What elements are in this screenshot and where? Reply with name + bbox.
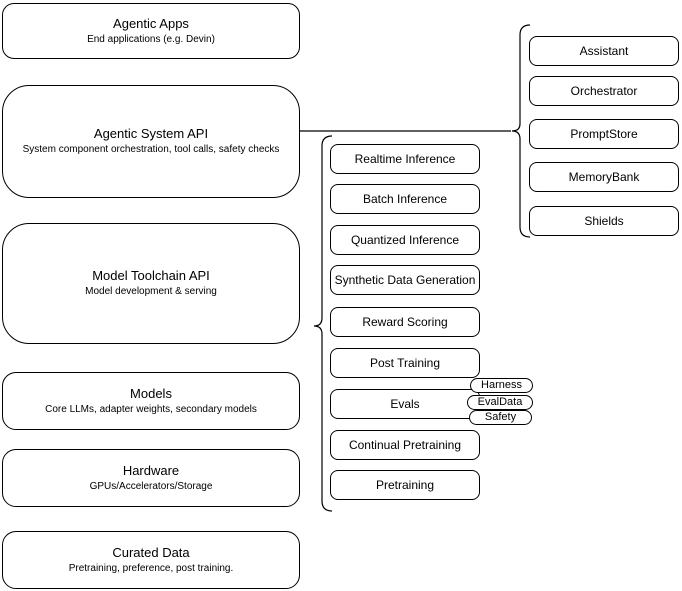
node-label: Batch Inference [362,192,448,206]
node-label: Post Training [369,356,441,370]
node-memorybank: MemoryBank [529,162,679,192]
node-evals-evaldata-tag: EvalData [467,395,533,410]
node-pretraining: Pretraining [330,470,480,500]
node-label: Realtime Inference [354,152,456,166]
node-title: Agentic Apps [113,15,189,31]
node-synthetic-data-generation: Synthetic Data Generation [330,265,480,295]
node-label: Evals [390,397,420,411]
brace-model-toolchain-items [313,135,333,512]
node-label: MemoryBank [568,170,640,184]
node-label: Continual Pretraining [348,438,462,452]
node-agentic-apps: Agentic Apps End applications (e.g. Devi… [2,3,300,59]
node-label: Pretraining [375,478,435,492]
node-title: Models [130,385,172,401]
node-evals-safety-tag: Safety [469,410,532,425]
node-hardware: Hardware GPUs/Accelerators/Storage [2,449,300,507]
node-subtitle: GPUs/Accelerators/Storage [89,480,213,492]
node-label: Quantized Inference [350,233,460,247]
tag-label: Safety [484,411,517,423]
node-shields: Shields [529,206,679,236]
node-batch-inference: Batch Inference [330,184,480,214]
node-reward-scoring: Reward Scoring [330,307,480,337]
node-label: Orchestrator [570,84,638,98]
node-realtime-inference: Realtime Inference [330,144,480,174]
node-continual-pretraining: Continual Pretraining [330,430,480,460]
node-evals: Evals [330,389,480,419]
node-curated-data: Curated Data Pretraining, preference, po… [2,531,300,589]
node-promptstore: PromptStore [529,119,679,149]
node-title: Agentic System API [93,126,209,141]
node-post-training: Post Training [330,348,480,378]
node-agentic-system-api: Agentic System API System component orch… [2,85,300,198]
node-title: Model Toolchain API [92,268,210,283]
node-models: Models Core LLMs, adapter weights, secon… [2,372,300,430]
node-subtitle: Pretraining, preference, post training. [68,562,234,574]
node-quantized-inference: Quantized Inference [330,225,480,255]
tag-label: Harness [481,379,522,391]
node-label: PromptStore [570,127,638,141]
node-subtitle: Model development & serving [85,286,217,297]
node-subtitle: Core LLMs, adapter weights, secondary mo… [45,403,257,415]
tag-label: EvalData [477,396,523,408]
node-title: Curated Data [112,544,190,560]
node-label: Assistant [579,44,629,58]
node-evals-harness-tag: Harness [470,378,533,393]
node-model-toolchain-api: Model Toolchain API Model development & … [2,223,300,344]
node-assistant: Assistant [529,36,679,66]
brace-agentic-system-components [511,24,531,238]
node-orchestrator: Orchestrator [529,76,679,106]
node-subtitle: End applications (e.g. Devin) [87,33,215,45]
node-label: Shields [584,214,624,228]
node-label: Reward Scoring [362,315,448,329]
node-subtitle: System component orchestration, tool cal… [22,144,280,155]
node-title: Hardware [122,462,180,478]
node-label: Synthetic Data Generation [334,273,476,287]
